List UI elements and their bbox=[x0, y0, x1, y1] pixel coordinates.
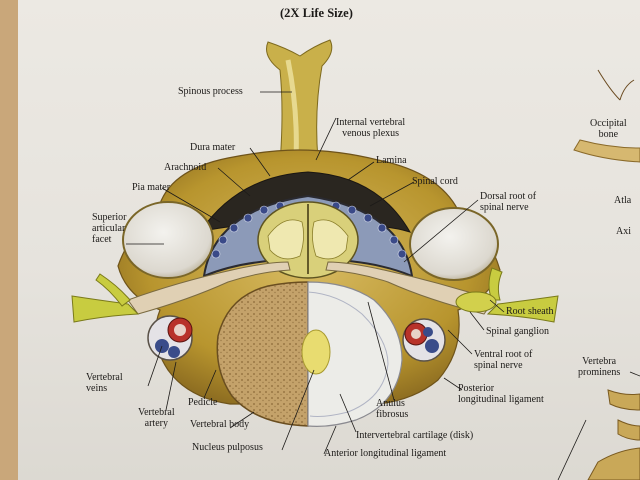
label-lamina: Lamina bbox=[376, 155, 407, 166]
spinal-ganglion bbox=[455, 291, 497, 313]
label-spinous-process: Spinous process bbox=[178, 86, 243, 97]
occipital-bone bbox=[573, 139, 640, 163]
vertebral-vessels-left bbox=[147, 315, 193, 361]
superior-articular-facet-left bbox=[122, 201, 214, 279]
label-axis: Axi bbox=[616, 226, 631, 237]
label-root-sheath: Root sheath bbox=[506, 306, 554, 317]
label-ventral-root: Ventral root of spinal nerve bbox=[474, 349, 533, 371]
label-vertebral-veins: Vertebral veins bbox=[86, 372, 123, 394]
spinous-process bbox=[266, 39, 333, 165]
label-spinal-cord: Spinal cord bbox=[412, 176, 458, 187]
label-nucleus-pulposus: Nucleus pulposus bbox=[192, 442, 263, 453]
vertebral-vessels-right bbox=[402, 318, 446, 362]
label-pia-mater: Pia mater bbox=[132, 182, 171, 193]
label-vertebral-body: Vertebral body bbox=[190, 419, 250, 430]
nucleus-pulposus bbox=[301, 329, 331, 375]
poster-subtitle: (2X Life Size) bbox=[280, 6, 353, 20]
label-vertebra-prominens: Vertebra prominens bbox=[578, 356, 621, 378]
label-anulus-fibrosus: Anulus fibrosus bbox=[376, 398, 409, 420]
label-superior-articular-facet: Superior articular facet bbox=[92, 212, 127, 245]
label-posterior-longitudinal-ligament: Posterior longitudinal ligament bbox=[458, 383, 544, 405]
root-sheath-left bbox=[127, 261, 291, 315]
label-pedicle: Pedicle bbox=[188, 397, 218, 408]
label-spinal-ganglion: Spinal ganglion bbox=[486, 326, 550, 337]
anatomy-poster: (2X Life Size) bbox=[18, 0, 640, 480]
label-dorsal-root: Dorsal root of spinal nerve bbox=[480, 191, 537, 213]
spinal-nerve-left bbox=[71, 295, 140, 323]
label-arachnoid: Arachnoid bbox=[164, 162, 207, 173]
label-vertebral-artery: Vertebral artery bbox=[138, 407, 175, 429]
label-internal-venous-plexus: Internal vertebral venous plexus bbox=[336, 117, 406, 139]
root-sheath-right bbox=[325, 261, 495, 315]
label-anterior-longitudinal-ligament: Anterior longitudinal ligament bbox=[324, 448, 447, 459]
label-occipital-bone: Occipital bone bbox=[590, 118, 627, 140]
label-intervertebral-cartilage: Intervertebral cartilage (disk) bbox=[356, 430, 474, 441]
spinal-nerve-right bbox=[486, 295, 559, 323]
label-dura-mater: Dura mater bbox=[190, 142, 236, 153]
superior-articular-facet-right bbox=[409, 207, 499, 281]
vertebra-illustration bbox=[71, 39, 640, 480]
label-atlas: Atla bbox=[614, 195, 632, 206]
vertebral-body bbox=[216, 281, 309, 427]
